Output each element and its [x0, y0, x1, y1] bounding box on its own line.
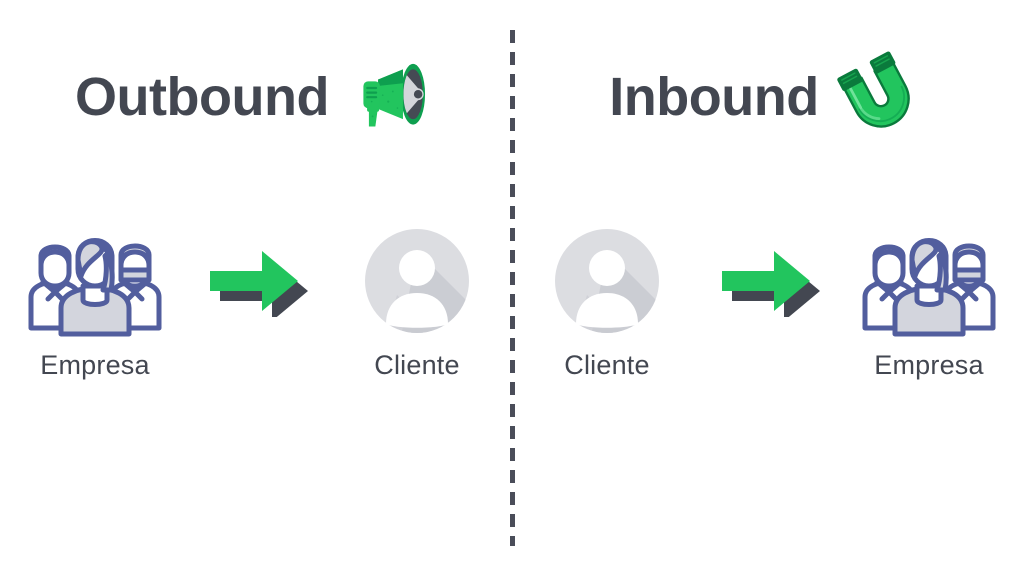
- outbound-title: Outbound: [75, 67, 329, 127]
- user-avatar-icon: [365, 229, 469, 333]
- node-empresa-outbound: Empresa: [15, 222, 175, 381]
- node-label-cliente: Cliente: [564, 350, 650, 380]
- arrow-right-icon: [210, 251, 308, 317]
- outbound-heading: Outbound: [0, 52, 512, 142]
- node-art: [532, 222, 682, 340]
- user-avatar-icon: [555, 229, 659, 333]
- arrow-right-icon: [722, 251, 820, 317]
- node-cliente-inbound: Cliente: [527, 222, 687, 381]
- people-group-icon: [862, 238, 996, 337]
- inbound-title: Inbound: [609, 67, 819, 127]
- node-label-empresa: Empresa: [874, 350, 984, 380]
- megaphone-icon: [363, 63, 425, 127]
- node-label-cliente: Cliente: [374, 350, 460, 380]
- magnet-icon: [836, 51, 910, 128]
- people-group-icon: [28, 238, 162, 337]
- node-art: [854, 222, 1004, 340]
- node-art: [20, 222, 170, 340]
- panel-outbound: Outbound: [0, 52, 512, 392]
- inbound-heading: Inbound: [512, 51, 1024, 142]
- arrow-wrap: [713, 222, 823, 340]
- vertical-dashed-divider: [510, 30, 515, 546]
- inbound-flow: Cliente: [512, 222, 1024, 392]
- arrow-wrap: [201, 222, 311, 340]
- node-empresa-inbound: Empresa: [849, 222, 1009, 381]
- panel-inbound: Inbound: [512, 0, 1024, 576]
- outbound-flow: Empresa: [0, 222, 512, 392]
- node-label-empresa: Empresa: [40, 350, 150, 380]
- node-art: [342, 222, 492, 340]
- node-cliente-outbound: Cliente: [337, 222, 497, 381]
